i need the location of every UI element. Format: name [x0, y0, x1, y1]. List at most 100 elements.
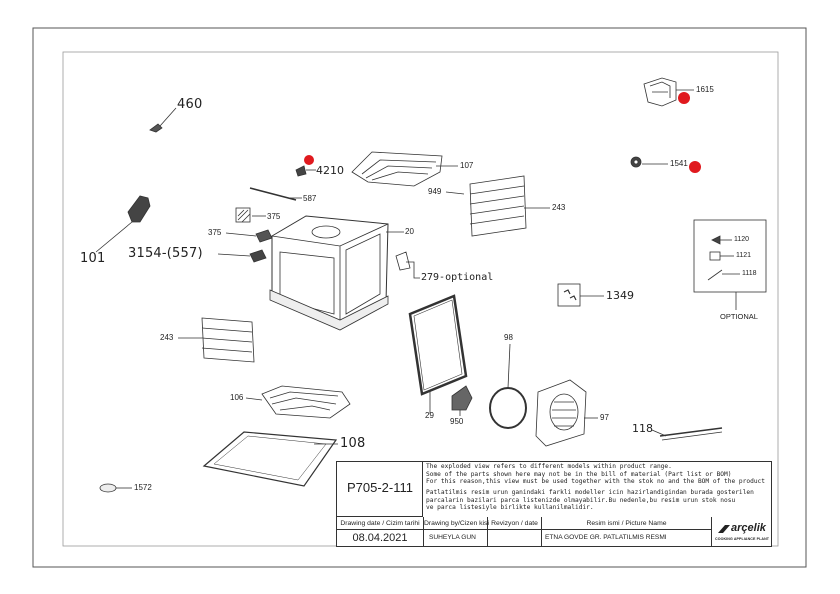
part-587-shape [249, 187, 297, 201]
part-1349-box [557, 283, 581, 307]
part-29-gasket-inner [413, 299, 463, 391]
part-1541-hole [633, 159, 639, 165]
label-243a: 243 [552, 203, 566, 212]
part-107-shape [351, 151, 443, 187]
part-20-fan-hole [311, 225, 341, 239]
brand-tagline: COOKING APPLIANCE PLANT [715, 537, 770, 541]
label-1541: 1541 [670, 159, 688, 168]
note-line-4: Patlatilmis resim urun ganindaki farkli … [426, 489, 754, 496]
part-4210-shape [295, 165, 307, 177]
part-243-rack-top [469, 175, 527, 237]
part-1572-shape [99, 483, 117, 493]
part-279-shape [395, 251, 411, 271]
brand-name: arçelik [731, 522, 766, 534]
label-20: 20 [405, 227, 414, 236]
divider-col-1 [423, 517, 424, 546]
label-97: 97 [600, 413, 609, 422]
part-97-cover [535, 379, 587, 447]
part-1615-detail [649, 81, 671, 98]
label-98: 98 [504, 333, 513, 342]
label-1615: 1615 [696, 85, 714, 94]
part-1118-shape [707, 269, 723, 281]
divider-col-2 [487, 517, 488, 546]
part-106-element [261, 385, 351, 419]
part-1615-shape [643, 77, 677, 107]
divider-header [337, 517, 771, 518]
leader-106 [245, 397, 263, 401]
header-revision: Revizyon / date [491, 520, 538, 527]
title-block: P705-2-111 The exploded view refers to d… [336, 461, 772, 547]
label-949: 949 [428, 187, 442, 196]
drawing-number: P705-2-111 [346, 480, 413, 495]
part-1121-shape [709, 251, 721, 261]
marker-4210 [304, 155, 314, 165]
label-1121: 1121 [736, 252, 752, 259]
label-101: 101 [80, 251, 106, 266]
part-20-base [269, 289, 389, 331]
label-1118: 1118 [742, 270, 757, 277]
label-29: 29 [425, 411, 434, 420]
leader-98 [507, 343, 511, 389]
label-4210: 4210 [316, 164, 344, 177]
leader-101 [95, 221, 133, 253]
part-1349-detail [563, 289, 577, 301]
label-375b: 375 [208, 228, 222, 237]
part-108-panel [202, 431, 338, 487]
note-line-6: ve parca listesiyle birlikte kullanilmal… [426, 504, 594, 511]
marker-1541 [689, 161, 701, 173]
value-drawing-by: SUHEYLA GUN [429, 534, 476, 541]
outer-frame [32, 27, 807, 568]
note-line-2: Some of the parts shown here may not be … [426, 470, 732, 478]
header-drawing-date: Drawing date / Cizim tarihi [340, 520, 420, 527]
part-1120-shape [711, 235, 721, 245]
label-1120: 1120 [734, 236, 750, 243]
label-950: 950 [450, 417, 464, 426]
note-line-5: parcalarin bazilari parca listenizde olm… [426, 496, 736, 504]
part-98-ring [489, 387, 527, 429]
part-20-top [271, 223, 389, 326]
note-line-3: For this reason,this view must be used t… [426, 478, 765, 485]
part-118-shape-2 [661, 431, 723, 441]
part-29-gasket [408, 294, 468, 396]
leader-118 [651, 429, 667, 437]
part-97-grille [549, 393, 579, 431]
optional-box [693, 219, 767, 293]
leader-3154 [217, 253, 251, 257]
arcelik-swoosh-icon [718, 525, 730, 533]
label-1572: 1572 [134, 483, 152, 492]
label-3154: 3154-(557) [128, 246, 203, 261]
brand-logo: arçelik COOKING APPLIANCE PLANT [713, 520, 771, 546]
divider-col-3 [541, 517, 542, 546]
value-picture-name: ETNA GOVDE GR. PATLATILMIS RESMI [545, 534, 667, 541]
label-375a: 375 [267, 212, 281, 221]
part-107-coil [361, 159, 437, 181]
label-460: 460 [177, 97, 203, 112]
value-drawing-date: 08.04.2021 [352, 532, 408, 544]
part-3154-shape [249, 249, 267, 263]
label-243b: 243 [160, 333, 174, 342]
part-20-side-panel [345, 233, 381, 315]
label-279: 279-optional [421, 272, 494, 283]
label-optional: OPTIONAL [720, 312, 758, 321]
marker-1615 [678, 92, 690, 104]
label-107: 107 [460, 161, 474, 170]
leader-375b [225, 232, 257, 237]
label-1349: 1349 [606, 289, 634, 302]
part-118-shape [659, 427, 723, 437]
part-375-plate [235, 207, 251, 223]
part-243-rack-left [201, 317, 255, 363]
part-950-fan [451, 385, 473, 411]
divider-values [337, 529, 711, 530]
part-101-shape [127, 195, 151, 223]
part-97-grille-lines [552, 401, 576, 427]
label-106: 106 [230, 393, 244, 402]
leader-279 [406, 261, 420, 279]
header-picture-name: Resim ismi / Picture Name [586, 520, 667, 527]
divider-col-4 [711, 517, 712, 546]
label-587: 587 [303, 194, 317, 203]
part-20-front-window [279, 251, 335, 315]
label-118: 118 [632, 422, 653, 435]
leader-949 [445, 191, 465, 195]
part-375-clip [255, 229, 273, 243]
